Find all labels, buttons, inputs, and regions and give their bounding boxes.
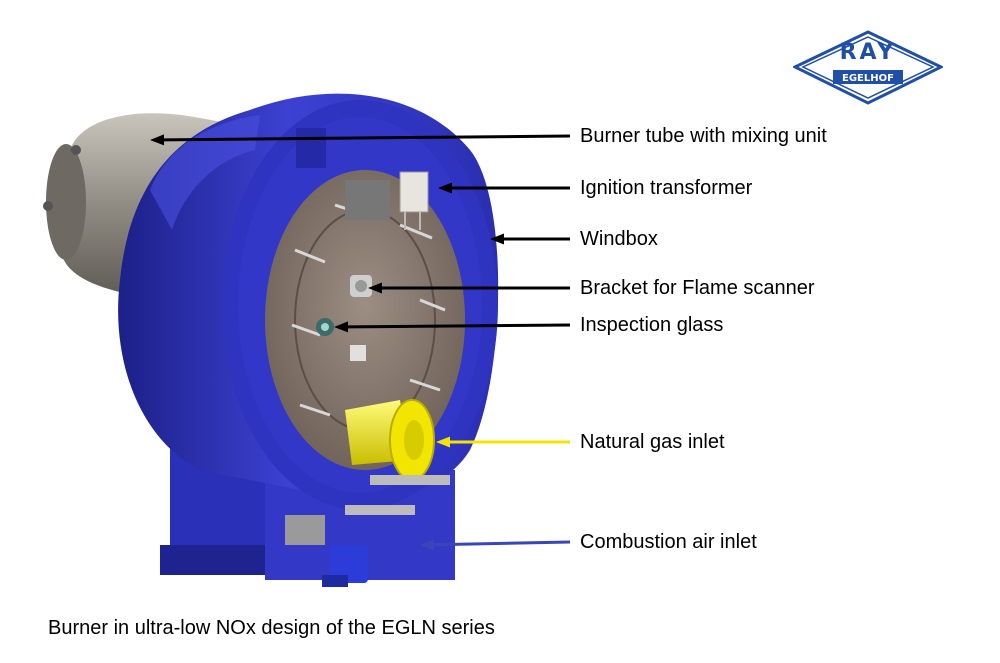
- flame-scanner-bracket: [350, 275, 372, 297]
- logo-main-text: RAY: [839, 40, 897, 65]
- label-flame-scanner-bracket: Bracket for Flame scanner: [580, 277, 815, 299]
- label-inspection-glass: Inspection glass: [580, 314, 724, 336]
- front-plate: [265, 170, 465, 470]
- arrow-natural-gas-inlet: [436, 436, 570, 448]
- arrow-burner-tube: [150, 134, 571, 146]
- logo-sub-text: EGELHOF: [842, 73, 894, 84]
- inspection-glass: [316, 318, 366, 361]
- label-natural-gas-inlet: Natural gas inlet: [580, 431, 725, 453]
- ray-egelhof-logo: RAY EGELHOF: [791, 30, 945, 105]
- label-combustion-air-inlet: Combustion air inlet: [580, 531, 757, 553]
- arrow-windbox: [490, 233, 570, 245]
- figure-caption: Burner in ultra-low NOx design of the EG…: [48, 617, 495, 639]
- arrow-flame-scanner-bracket: [368, 282, 570, 294]
- label-burner-tube: Burner tube with mixing unit: [580, 125, 827, 147]
- callout-arrows: [150, 134, 571, 551]
- label-windbox: Windbox: [580, 228, 658, 250]
- arrow-ignition-transformer: [438, 182, 570, 194]
- gas-inlet: [345, 399, 435, 481]
- valve-train: [285, 475, 450, 545]
- arrow-combustion-air-inlet: [420, 539, 571, 551]
- logo-diamond-icon: [791, 30, 945, 105]
- ignition-transformer: [345, 171, 429, 230]
- label-ignition-transformer: Ignition transformer: [580, 177, 753, 199]
- arrow-inspection-glass: [334, 321, 571, 333]
- servo-motor: [322, 545, 368, 587]
